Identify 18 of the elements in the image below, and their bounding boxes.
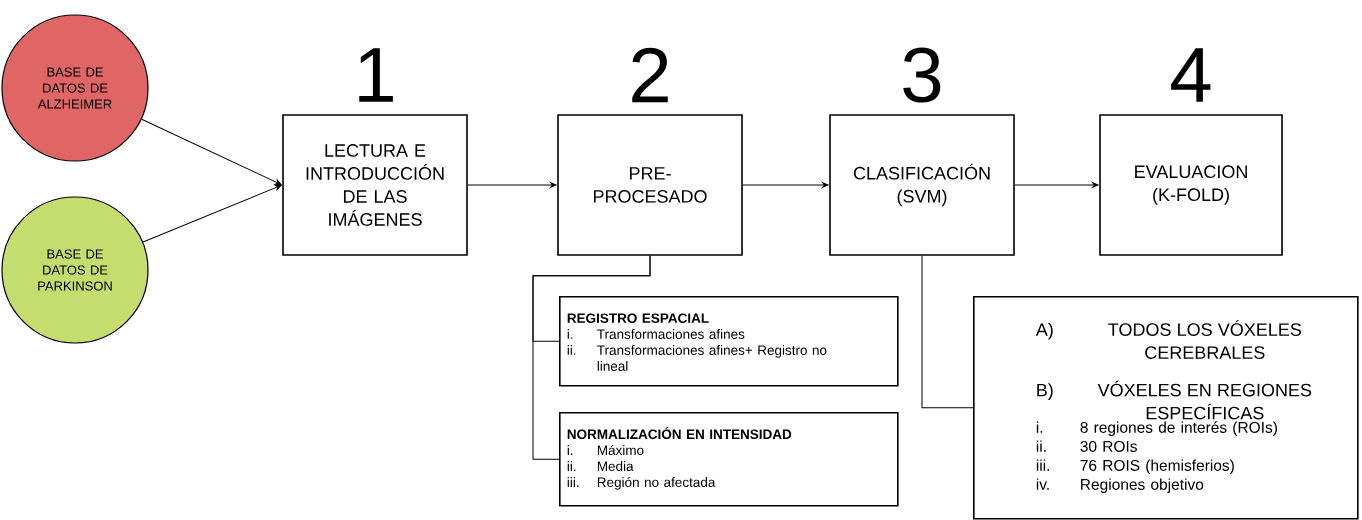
- connector: [921, 255, 974, 409]
- connector: [467, 182, 557, 188]
- connector: [532, 255, 651, 460]
- step-number: 2: [632, 47, 668, 103]
- connector: [142, 184, 282, 243]
- step-number: 4: [1171, 48, 1211, 102]
- connector: [1014, 182, 1099, 188]
- process-box: LECTURA E INTRODUCCIÓN DE LAS IMÁGENES: [282, 114, 468, 256]
- step-number: 1: [359, 48, 393, 102]
- process-box: EVALUACION (K-FOLD): [1099, 114, 1283, 256]
- step-number: 3: [903, 47, 941, 103]
- list-box: REGISTRO ESPACIAL i. Transformaciones afines ii. Transformaciones afines+ Registro no lineal: [559, 296, 899, 387]
- list-box: NORMALIZACIÓN EN INTENSIDAD i. Máximo ii. Media iii. Región no afectada: [559, 412, 899, 507]
- process-box: PRE-PROCESADO: [557, 114, 743, 256]
- connector: [141, 118, 282, 185]
- process-box: CLASIFICACIÓN (SVM): [829, 114, 1015, 256]
- connector: [742, 182, 829, 188]
- list-box: A) TODOS LOS VÓXELES CEREBRALES B) VÓXELES EN REGIONES ESPECÍFICAS i. 8 regiones de interés (ROIs) ii. 30 ROIs iii. 76 ROIS (hemisferios) iv. Regiones objetivo: [973, 296, 1359, 520]
